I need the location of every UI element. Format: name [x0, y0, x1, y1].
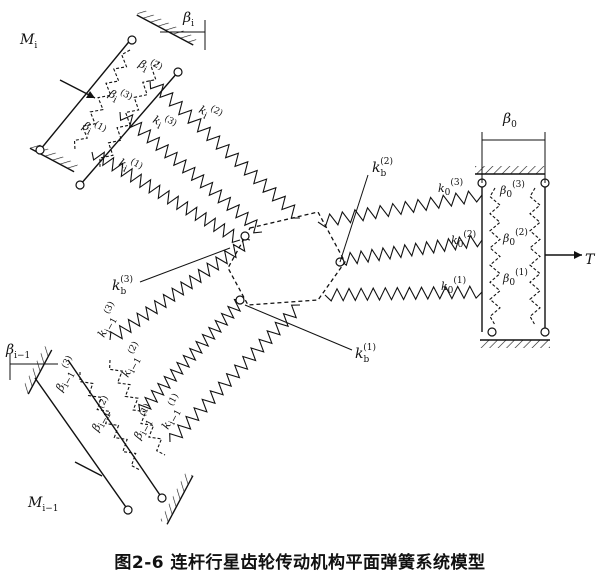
leader-kb1	[244, 304, 353, 351]
pin-upper-1	[127, 35, 137, 45]
ground-upper-bottom	[29, 141, 78, 173]
frame-upper-post-2	[79, 71, 179, 186]
pin-upper-2	[173, 67, 183, 77]
spring-betai-b	[99, 61, 161, 169]
label-kb1: kb(1)	[355, 342, 376, 365]
label-beta-i1-left: βi−1	[5, 342, 30, 361]
spring-k0-1	[324, 284, 483, 302]
ground-right-bottom-hatch	[480, 340, 550, 348]
frame-lower-post-2	[67, 359, 163, 499]
ground-upper-bottom-hatch	[29, 141, 78, 172]
spring-ki-2	[149, 79, 301, 219]
ground-right-top	[475, 166, 545, 175]
ground-upper-top-base	[136, 14, 194, 46]
label-beta0-3: β0(3)	[499, 179, 525, 200]
spring-ki-1	[91, 151, 241, 244]
label-ki1-2: ki−1(2)	[115, 340, 150, 381]
input-arrow-Mi1	[74, 461, 103, 477]
spring-system-diagram: Mi βi β0 T βi−1 Mi−1 kb(2) kb(3) kb(1) k…	[5, 7, 596, 525]
leader-kb2	[339, 174, 369, 263]
pin-lower-2	[157, 493, 167, 503]
pin-right-bl	[487, 327, 497, 337]
spring-ki1-3	[109, 237, 251, 341]
spring-beta0-left	[489, 187, 501, 326]
pin-center-3	[235, 295, 245, 305]
ground-lower-bottom	[160, 471, 194, 525]
spring-beta0-right	[529, 187, 541, 326]
label-ki1-3: ki−1(3)	[91, 300, 126, 341]
arrow-head-Mi	[86, 91, 95, 98]
label-betai1-1: βi−1(1)	[126, 402, 162, 444]
pin-right-br	[540, 327, 550, 337]
arrow-head-T	[574, 251, 582, 259]
label-betai1-3: βi−1(3)	[48, 354, 84, 396]
ground-lower-top	[21, 346, 53, 395]
ground-lower-bottom-base	[166, 475, 194, 525]
label-M-i: Mi	[19, 32, 37, 51]
label-ki-3: ki(3)	[149, 109, 179, 138]
pin-center-1	[240, 231, 250, 241]
ground-right-bottom	[480, 339, 550, 348]
ground-lower-top-base	[27, 349, 53, 395]
spring-ki1-2	[138, 298, 243, 413]
label-k0-1: k0(1)	[441, 275, 466, 296]
leader-kb3	[139, 247, 231, 283]
ground-lower-top-hatch	[21, 346, 52, 395]
ground-lower-bottom-hatch	[160, 471, 193, 525]
ground-upper-top	[136, 7, 198, 46]
central-gear-body	[227, 211, 346, 306]
ground-upper-top-hatch	[136, 7, 198, 46]
pin-upper-3	[35, 145, 45, 155]
label-kb2: kb(2)	[372, 156, 393, 179]
label-betai-2: βi(2)	[134, 52, 164, 81]
pin-upper-4	[75, 180, 85, 190]
label-ki-2: ki(2)	[195, 99, 225, 128]
ground-right-top-hatch	[475, 166, 545, 174]
frame-lower-post-1	[34, 377, 129, 511]
label-beta0-1: β0(1)	[502, 267, 528, 288]
label-M-i1: Mi−1	[27, 495, 59, 514]
spring-k0-2	[339, 234, 483, 267]
spring-k0-3	[317, 190, 483, 228]
label-betai-3: βi(3)	[104, 82, 134, 111]
spring-betai1-b	[109, 359, 166, 456]
label-T: T	[585, 252, 596, 268]
label-kb3: kb(3)	[112, 274, 133, 297]
spring-betai-a	[73, 49, 131, 151]
pin-lower-1	[123, 505, 133, 515]
label-k0-2: k0(2)	[451, 229, 476, 250]
label-beta-0: β0	[502, 111, 517, 130]
label-beta0-2: β0(2)	[502, 227, 528, 248]
label-k0-3: k0(3)	[438, 177, 463, 198]
spring-ki-3	[119, 111, 263, 234]
figure-caption: 图2-6 连杆行星齿轮传动机构平面弹簧系统模型	[114, 553, 486, 573]
label-beta-i-top: βi	[182, 10, 194, 29]
label-ki-1: ki(1)	[115, 152, 145, 181]
spring-ki1-1	[169, 304, 301, 443]
